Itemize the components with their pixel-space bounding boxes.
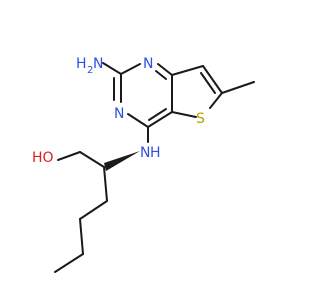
bond-c7-c6: [202, 65, 223, 94]
bond-s-c4a: [171, 111, 197, 118]
bond-c6-s: [209, 92, 223, 109]
nh-h-label: H: [150, 145, 161, 161]
bond-c4a-c4: [147, 111, 173, 128]
bond-c2-nh2: [102, 62, 122, 75]
ring-n1-label: N: [143, 56, 153, 72]
hydroxyl-label: HO: [32, 150, 54, 166]
bond-chain-4: [54, 253, 84, 273]
molecule-structure: H 2 N N N S N H HO: [32, 56, 255, 273]
bond-ch-ch2: [79, 151, 105, 168]
bond-chain-1: [103, 166, 108, 202]
bond-chain-3: [79, 218, 84, 255]
ring-n3-label: N: [114, 106, 124, 122]
bond-n1-c7a: [157, 63, 173, 76]
amine-n-label: N: [93, 56, 103, 72]
bond-c4a-c4-inner: [148, 108, 167, 121]
bond-c7-c6-inner: [200, 72, 216, 94]
bond-chain-2: [79, 200, 108, 220]
bond-c2-n1: [120, 63, 141, 75]
nh-n-label: N: [140, 145, 150, 161]
bond-c7a-c7: [171, 65, 204, 76]
wedge-bond: [104, 151, 140, 171]
amine-h-label: H: [76, 56, 87, 72]
bond-n1-c7a-inner: [155, 70, 167, 80]
amine-subscript-label: 2: [87, 65, 93, 76]
bond-ch2-o: [57, 151, 81, 161]
bond-c4-n3: [127, 113, 149, 128]
ring-s-label: S: [196, 111, 205, 127]
bond-c6-methyl: [221, 81, 255, 94]
